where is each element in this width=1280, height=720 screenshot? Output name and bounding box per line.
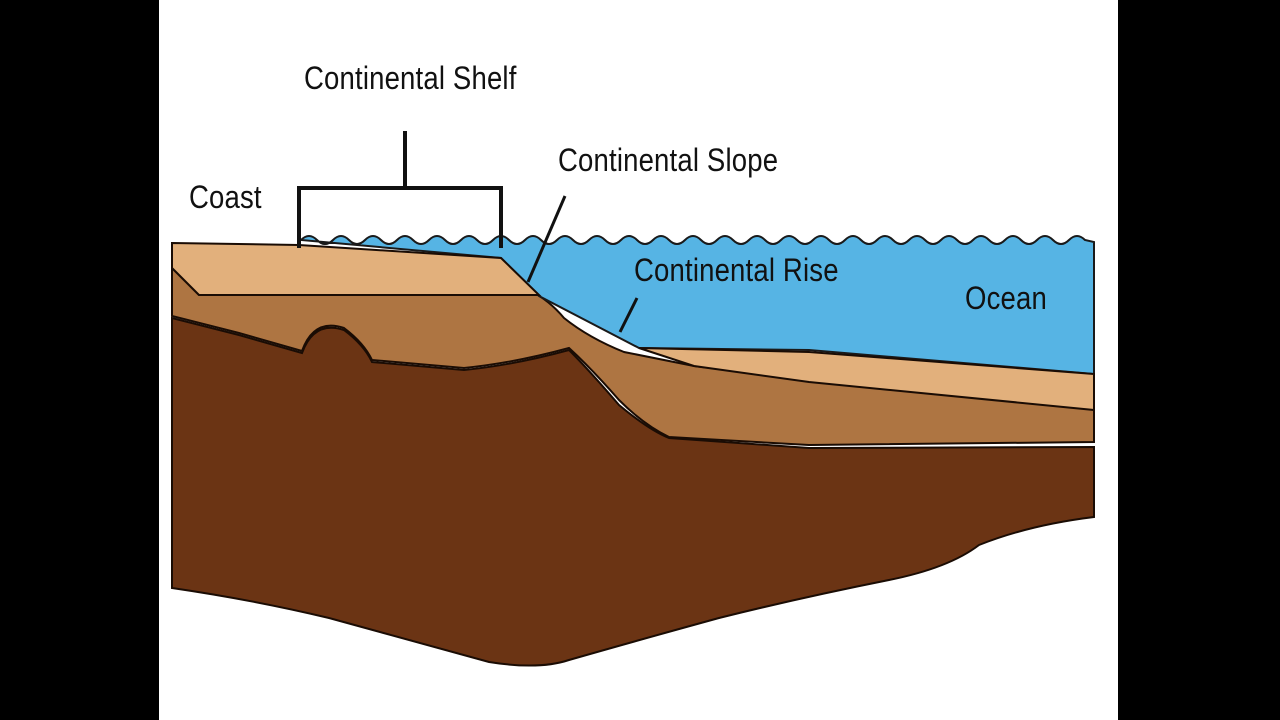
shelf-bracket [297, 131, 503, 248]
middle-sediment-layer [171, 265, 1095, 447]
continental-margin-diagram [171, 131, 1095, 667]
abyssal-sand-layer [638, 347, 1095, 412]
continental-shelf-label: Continental Shelf [304, 60, 517, 96]
slope-pointer-line [526, 195, 567, 283]
continental-slope-label: Continental Slope [558, 142, 779, 178]
diagram-canvas: Continental Shelf Continental Slope Coas… [159, 0, 1118, 720]
coast-label: Coast [189, 179, 262, 215]
continental-rise-label: Continental Rise [634, 252, 839, 288]
rise-pointer-line [618, 297, 639, 333]
ocean-water [298, 235, 1095, 376]
bedrock-layer [171, 316, 1095, 667]
ocean-label: Ocean [965, 280, 1047, 316]
